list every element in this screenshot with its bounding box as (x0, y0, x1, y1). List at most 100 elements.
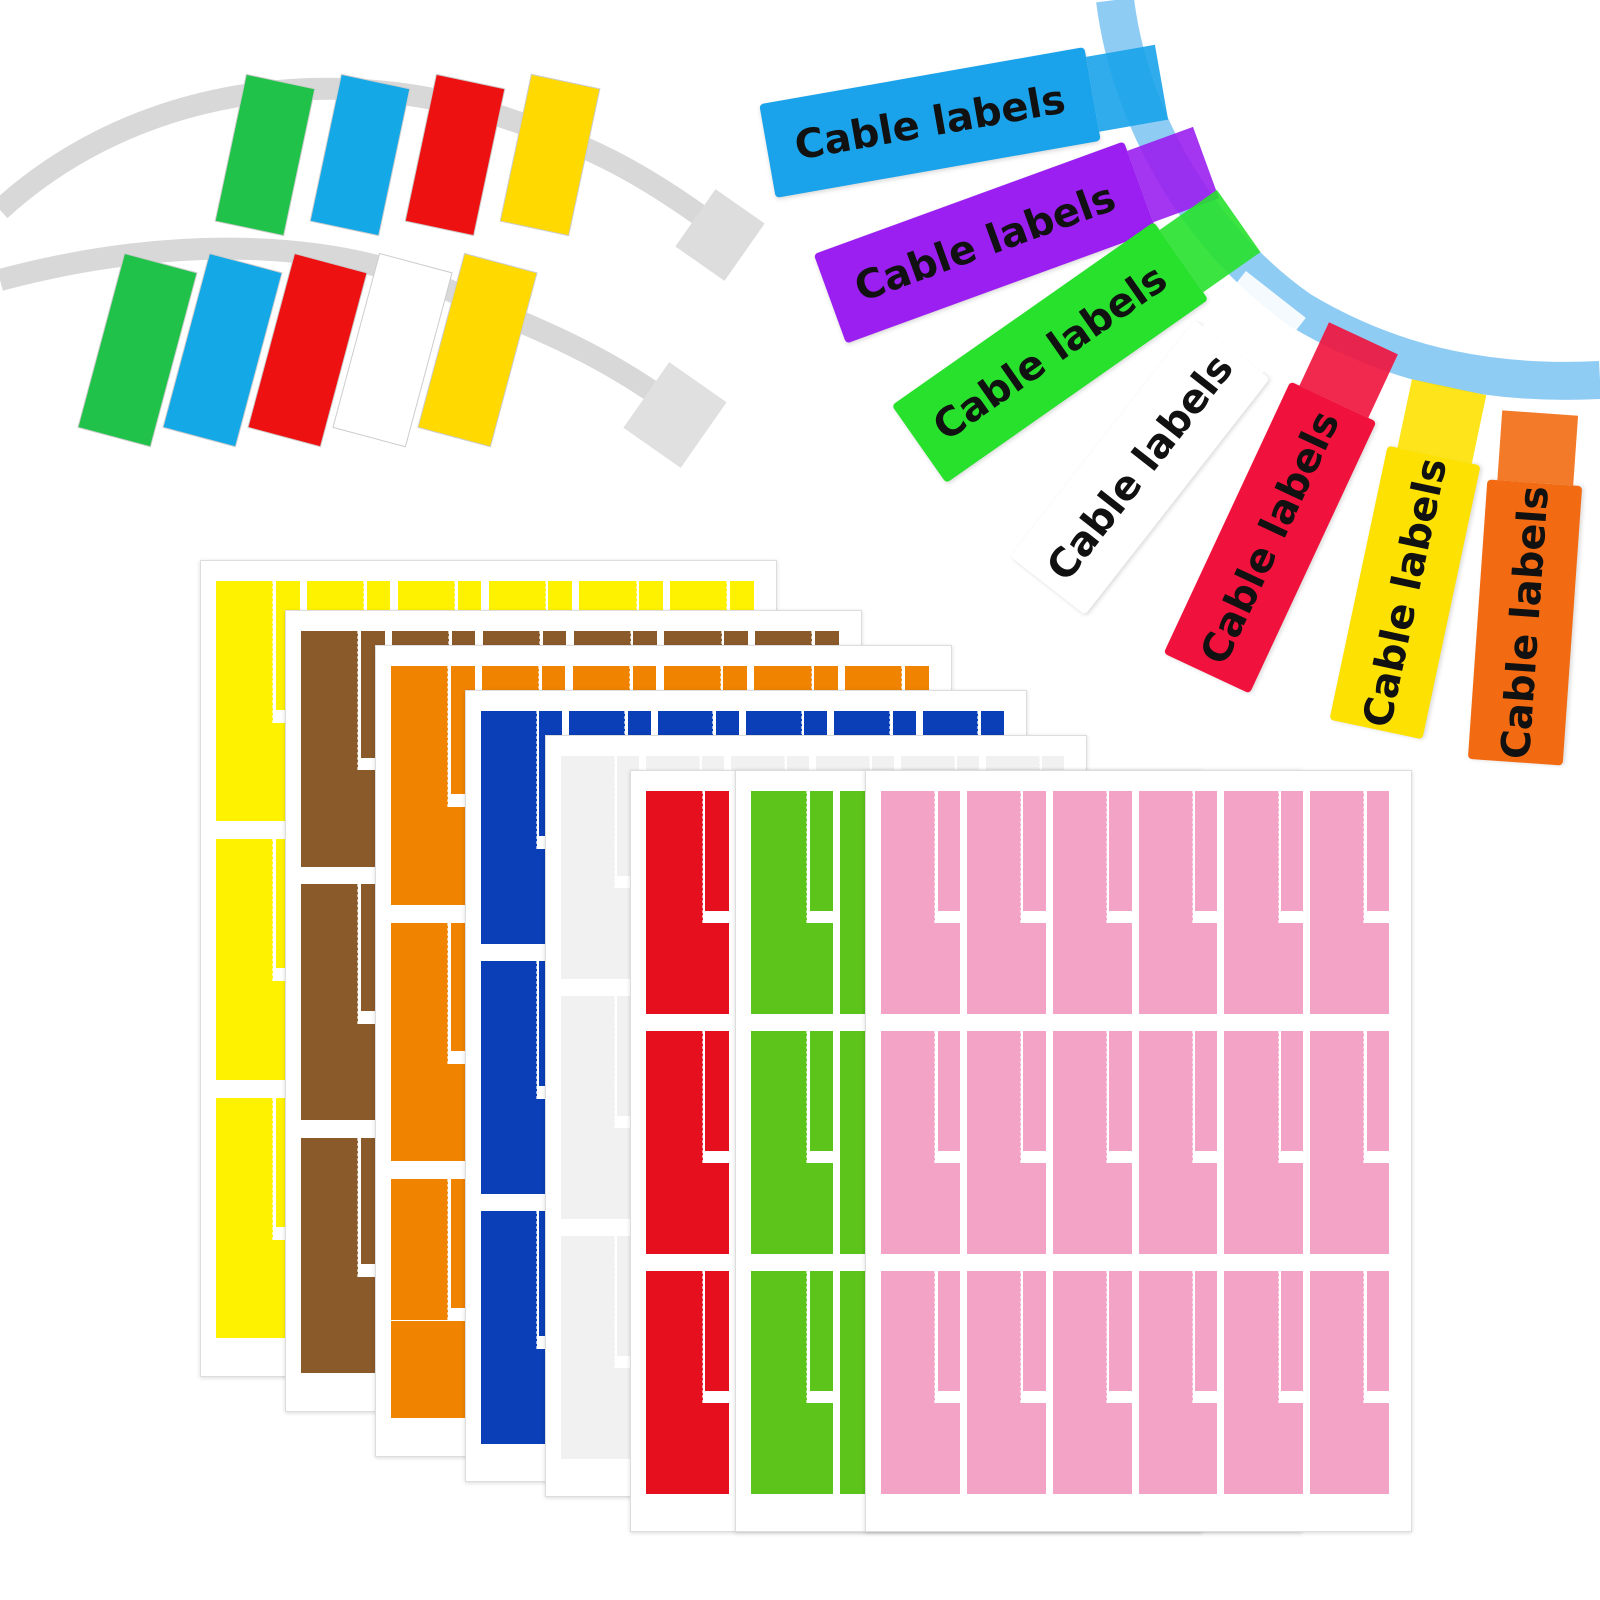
label-cell-tail (1052, 1163, 1132, 1255)
label-cell (881, 791, 936, 923)
label-cell (216, 581, 274, 724)
label-cell (881, 1271, 936, 1403)
label-cell (1052, 791, 1107, 923)
label-sheet (865, 770, 1412, 1532)
label-cell-flag (1109, 1271, 1132, 1391)
label-cell (216, 1097, 274, 1240)
cable-flag-label (499, 73, 601, 237)
label-cell-flag (1109, 791, 1132, 911)
label-cell (1310, 1031, 1365, 1163)
label-cell-tail (751, 1403, 834, 1495)
label-cell-tail (1224, 1403, 1304, 1495)
label-cell (1052, 1031, 1107, 1163)
label-cell-flag (809, 791, 834, 911)
rj45-connector (623, 362, 727, 468)
label-cell (1138, 1271, 1193, 1403)
label-cell (966, 1271, 1022, 1403)
label-cell-flag (937, 1271, 960, 1391)
cable-flag-label (162, 252, 283, 448)
label-cell-flag (1280, 1271, 1304, 1391)
label-cell-flag (1195, 1031, 1218, 1151)
label-cell-tail (1224, 923, 1304, 1015)
label-cell-tail (1052, 1403, 1132, 1495)
label-cell-tail (391, 1320, 475, 1419)
label-cell-tail (1310, 1163, 1390, 1255)
label-cell-flag (809, 1031, 834, 1151)
label-cell-flag (1366, 791, 1390, 911)
label-cell-tail (966, 923, 1046, 1015)
label-cell (1310, 1271, 1365, 1403)
label-cell-flag (1023, 791, 1046, 911)
label-cell (966, 1031, 1022, 1163)
label-cell-tail (1224, 1163, 1304, 1255)
cable-flag-label (417, 252, 538, 448)
label-cell-tail (966, 1403, 1046, 1495)
cable-tag-stem (1396, 379, 1486, 464)
label-cell-tail (301, 770, 385, 867)
label-cell-tail (391, 1063, 475, 1162)
label-cell (216, 839, 274, 982)
label-cell-tail (301, 1277, 385, 1374)
label-cell-flag (809, 1271, 834, 1391)
label-cell-tail (1138, 1163, 1218, 1255)
cable-flag-label (404, 73, 506, 237)
label-cell (301, 631, 359, 771)
label-cell-flag (1280, 1031, 1304, 1151)
label-cell-tail (391, 807, 475, 905)
label-cell-tail (881, 1403, 960, 1495)
label-cell-tail (751, 1163, 834, 1255)
label-cell (646, 1031, 703, 1163)
cable-top (0, 77, 727, 239)
label-cell (301, 884, 359, 1024)
label-cell (751, 1271, 808, 1403)
label-cell (1310, 791, 1365, 923)
label-cell (1052, 1271, 1107, 1403)
label-cell (751, 791, 808, 923)
label-cell (1224, 1271, 1279, 1403)
label-cell-flag (1195, 791, 1218, 911)
cable-tag: Cable labels (1467, 410, 1583, 766)
label-cell-flag (1023, 1271, 1046, 1391)
cable-tag-stem (1085, 44, 1169, 132)
cable-flag-label (247, 252, 368, 448)
cable-flag-label (214, 73, 316, 237)
label-cell-tail (751, 923, 834, 1015)
label-cell-flag (1366, 1271, 1390, 1391)
label-cell (561, 1236, 615, 1368)
label-cell (881, 1031, 936, 1163)
label-cell (391, 666, 449, 808)
label-cell-flag (705, 1031, 729, 1151)
label-cell-flag (937, 791, 960, 911)
label-cell-tail (1310, 923, 1390, 1015)
label-cell-tail (561, 1368, 640, 1460)
label-cell (391, 922, 449, 1064)
label-cell-flag (937, 1031, 960, 1151)
label-cell (1138, 791, 1193, 923)
label-cell (481, 711, 537, 849)
label-cell-tail (1138, 1403, 1218, 1495)
label-cell (1224, 791, 1279, 923)
label-cell (966, 791, 1022, 923)
label-cell-tail (646, 1403, 729, 1495)
cable-flag-label (77, 252, 198, 448)
label-cell-tail (561, 1128, 640, 1220)
cable-flag-label (332, 252, 453, 448)
label-cell-tail (1310, 1403, 1390, 1495)
label-cell-tail (881, 1163, 960, 1255)
label-cell-flag (705, 1271, 729, 1391)
label-cell-tail (966, 1163, 1046, 1255)
label-cell (481, 961, 537, 1099)
label-cell-flag (705, 791, 729, 911)
label-cell (301, 1137, 359, 1277)
label-cell-tail (301, 1023, 385, 1120)
cable-flag-label (309, 73, 411, 237)
label-cell (561, 996, 615, 1128)
label-cell-tail (561, 888, 640, 980)
label-cell (1224, 1031, 1279, 1163)
label-cell (481, 1211, 537, 1349)
cable-tag-stem (1496, 410, 1578, 486)
cable-tag-text: Cable labels (1492, 484, 1558, 761)
rj45-connector (675, 189, 765, 281)
label-cell-tail (646, 1163, 729, 1255)
label-cell-tail (1138, 923, 1218, 1015)
